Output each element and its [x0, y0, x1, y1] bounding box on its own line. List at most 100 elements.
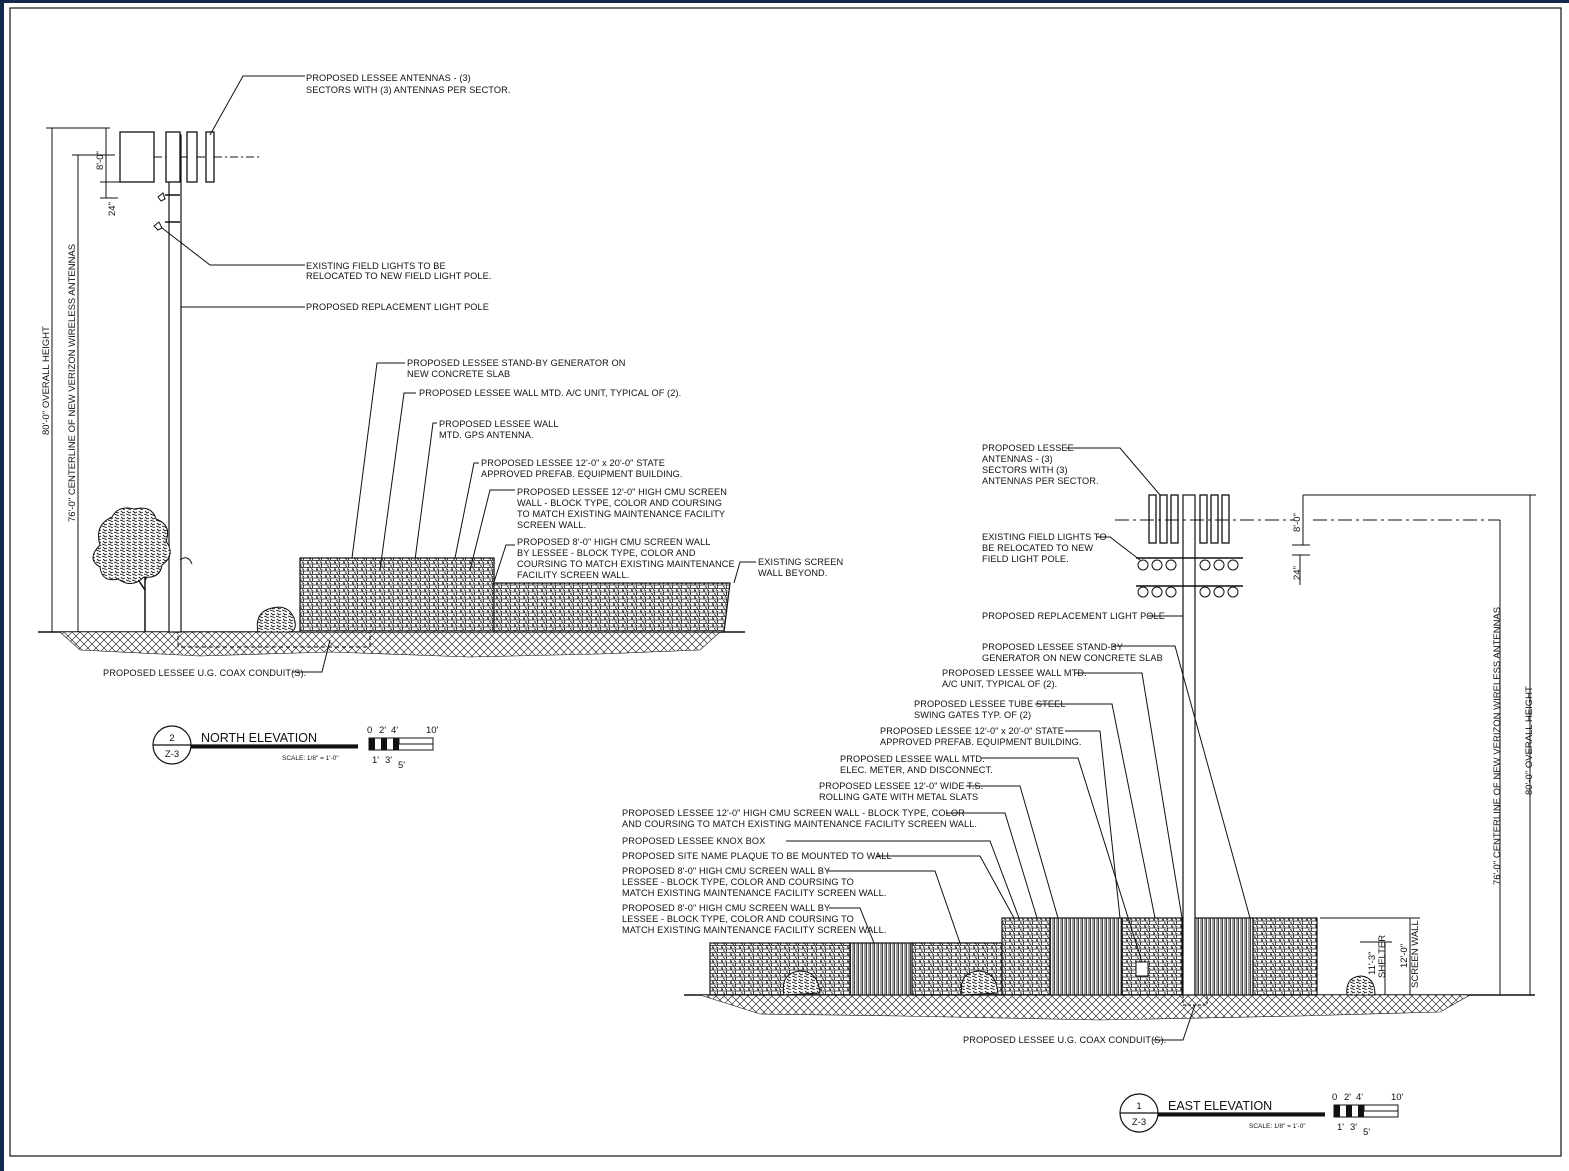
north-sheet-ref: Z-3 [165, 749, 179, 760]
north-wall12-callout: PROPOSED LESSEE 12'-0" HIGH CMU SCREEN W… [517, 487, 730, 530]
north-leaders [161, 75, 756, 673]
east-dim-overall: 80'-0" OVERALL HEIGHT [1524, 686, 1535, 795]
east-equipment-building [1121, 917, 1183, 996]
east-antennas [1115, 494, 1500, 544]
north-detail-number: 2 [169, 733, 174, 744]
north-wall8-callout: PROPOSED 8'-0" HIGH CMU SCREEN WALL BY L… [517, 537, 737, 580]
svg-text:5': 5' [398, 760, 405, 771]
top-frame-band [0, 0, 1569, 3]
left-frame-band [0, 0, 4, 1171]
east-gates-callout: PROPOSED LESSEE TUBE STEEL SWING GATES T… [914, 699, 1068, 720]
east-elec-meter [1135, 961, 1149, 977]
east-title-block: 1 Z-3 EAST ELEVATION SCALE: 1/8" = 1'-0" [1119, 1093, 1325, 1133]
east-sheet-ref: Z-3 [1132, 1117, 1146, 1128]
east-dim-shelter: 11'-3" [1367, 952, 1378, 976]
east-shrub-2 [960, 970, 999, 996]
east-dim-8: 8'-0" [1292, 513, 1303, 532]
north-title: NORTH ELEVATION [201, 731, 317, 745]
east-lights-callout: EXISTING FIELD LIGHTS TO BE RELOCATED TO… [982, 532, 1109, 564]
east-building-callout: PROPOSED LESSEE 12'-0" x 20'-0" STATE AP… [880, 726, 1082, 747]
svg-text:2': 2' [1344, 1092, 1351, 1103]
east-dim-24: 24" [1292, 566, 1303, 580]
north-tree [92, 507, 193, 632]
sheet-border [9, 7, 1562, 1157]
svg-text:5': 5' [1363, 1127, 1370, 1138]
svg-text:10': 10' [426, 725, 439, 736]
north-dim-small-lines [100, 128, 120, 199]
east-wall8b-callout: PROPOSED 8'-0" HIGH CMU SCREEN WALL BY L… [622, 903, 886, 935]
north-building-callout: PROPOSED LESSEE 12'-0" x 20'-0" STATE AP… [481, 458, 683, 479]
east-meter-callout: PROPOSED LESSEE WALL MTD. ELEC. METER, A… [840, 754, 993, 775]
north-dim-8: 8'-0" [95, 151, 106, 170]
north-existing-wall-callout: EXISTING SCREEN WALL BEYOND. [758, 557, 846, 578]
north-gps-callout: PROPOSED LESSEE WALL MTD. GPS ANTENNA. [439, 419, 561, 440]
north-coax-conduit [177, 631, 371, 648]
east-shelter-label: SHELTER [1377, 935, 1388, 978]
svg-text:3': 3' [1350, 1122, 1357, 1133]
east-dim-wall-lines [1320, 917, 1420, 995]
north-dim-overall: 80'-0" OVERALL HEIGHT [41, 326, 52, 435]
east-light-pole [1182, 494, 1196, 996]
svg-text:0: 0 [1332, 1092, 1337, 1103]
north-ground-hatch [59, 631, 721, 658]
svg-text:0: 0 [367, 725, 372, 736]
north-lights-callout: EXISTING FIELD LIGHTS TO BE RELOCATED TO… [306, 261, 492, 281]
svg-text:10': 10' [1391, 1092, 1404, 1103]
east-cmu-wall-12ft-right [1252, 917, 1318, 996]
east-cmu-wall-12ft [1001, 917, 1051, 996]
north-light-pole [168, 134, 182, 633]
east-ac-callout: PROPOSED LESSEE WALL MTD. A/C UNIT, TYPI… [942, 668, 1089, 689]
east-dim-lines [1292, 494, 1536, 995]
svg-text:4': 4' [391, 725, 398, 736]
east-elevation: 80'-0" OVERALL HEIGHT 76'-0" CENTERLINE … [622, 443, 1536, 1138]
east-wall8a-callout: PROPOSED 8'-0" HIGH CMU SCREEN WALL BY L… [622, 866, 886, 898]
north-shrub [256, 606, 296, 633]
north-coax-callout: PROPOSED LESSEE U.G. COAX CONDUIT(S). [103, 668, 306, 678]
svg-text:3': 3' [385, 755, 392, 766]
north-dim-center: 76'-0" CENTERLINE OF NEW VERIZON WIRELES… [67, 244, 78, 522]
east-shrub-3 [1346, 975, 1376, 996]
north-cmu-wall-8ft [493, 582, 731, 633]
east-leaders [786, 447, 1251, 1041]
east-detail-number: 1 [1136, 1101, 1141, 1112]
north-antennas [119, 131, 260, 223]
east-ground-hatch [699, 994, 1472, 1021]
east-swing-gate-2 [1194, 917, 1254, 996]
north-field-lights [153, 192, 166, 231]
east-coax-callout: PROPOSED LESSEE U.G. COAX CONDUIT(S). [963, 1035, 1166, 1045]
north-scale-bar: 0 2' 4' 10' 1' 3' 5' [367, 725, 439, 771]
east-scale-bar: 0 2' 4' 10' 1' 3' 5' [1332, 1092, 1404, 1138]
east-screen-wall-label: SCREEN WALL [1410, 920, 1421, 988]
east-antenna-callout: PROPOSED LESSEE ANTENNAS - (3) SECTORS W… [982, 443, 1099, 486]
east-dim-center: 76'-0" CENTERLINE OF NEW VERIZON WIRELES… [1492, 607, 1503, 885]
svg-text:1': 1' [372, 755, 379, 766]
north-ac-callout: PROPOSED LESSEE WALL MTD. A/C UNIT, TYPI… [419, 388, 681, 398]
east-scale: SCALE: 1/8" = 1'-0" [1249, 1123, 1306, 1130]
north-generator-callout: PROPOSED LESSEE STAND-BY GENERATOR ON NE… [407, 358, 628, 379]
north-scale: SCALE: 1/8" = 1'-0" [282, 755, 339, 762]
east-generator-callout: PROPOSED LESSEE STAND-BY GENERATOR ON NE… [982, 642, 1163, 663]
north-elevation: 80'-0" OVERALL HEIGHT 76'-0" CENTERLINE … [38, 73, 846, 771]
east-pole-callout: PROPOSED REPLACEMENT LIGHT POLE [982, 611, 1165, 621]
east-knox-callout: PROPOSED LESSEE KNOX BOX [622, 836, 765, 846]
east-swing-gate-1 [1049, 917, 1123, 996]
north-title-block: 2 Z-3 NORTH ELEVATION SCALE: 1/8" = 1'-0… [152, 725, 358, 765]
north-antenna-callout: PROPOSED LESSEE ANTENNAS - (3) SECTORS W… [306, 73, 511, 95]
east-shrub-1 [782, 970, 821, 996]
svg-text:2': 2' [379, 725, 386, 736]
svg-text:1': 1' [1337, 1122, 1344, 1133]
east-cmu-wall-8ft-left [709, 942, 851, 996]
east-field-lights [1136, 557, 1243, 598]
north-dim-center-line [72, 154, 115, 632]
east-dim-screen: 12'-0" [1399, 944, 1410, 968]
north-cmu-wall-12ft [299, 557, 495, 633]
east-title: EAST ELEVATION [1168, 1099, 1272, 1113]
east-wall12-callout: PROPOSED LESSEE 12'-0" HIGH CMU SCREEN W… [622, 808, 977, 829]
east-rolling-gate-callout: PROPOSED LESSEE 12'-0" WIDE T.S. ROLLING… [819, 781, 986, 802]
east-plaque-callout: PROPOSED SITE NAME PLAQUE TO BE MOUNTED … [622, 851, 892, 861]
north-dim-overall-line [46, 127, 110, 633]
north-dim-24: 24" [107, 202, 118, 216]
svg-text:4': 4' [1356, 1092, 1363, 1103]
north-pole-callout: PROPOSED REPLACEMENT LIGHT POLE [306, 302, 489, 312]
